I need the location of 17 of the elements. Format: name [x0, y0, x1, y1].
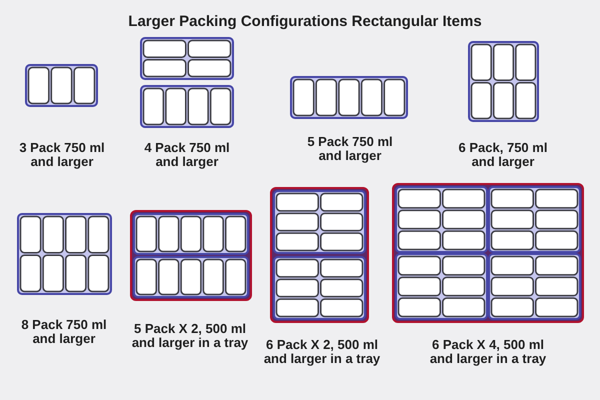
pack-caption: 6 Pack X 4, 500 ml and larger in a tray	[428, 338, 548, 366]
pack-illustration	[140, 37, 234, 128]
pack-caption: 6 Pack, 750 ml and larger	[458, 141, 548, 169]
tray-illustration	[392, 183, 584, 323]
pack-illustration	[468, 41, 539, 122]
tray-illustration	[130, 210, 252, 301]
pack-illustration	[25, 64, 98, 107]
pack-caption: 3 Pack 750 ml and larger	[18, 141, 106, 169]
pack-caption: 5 Pack X 2, 500 ml and larger in a tray	[130, 322, 250, 350]
pack-illustration	[290, 76, 408, 119]
pack-caption: 5 Pack 750 ml and larger	[306, 135, 394, 163]
title: Larger Packing Configurations Rectangular Items	[127, 13, 482, 30]
tray-illustration	[270, 187, 369, 323]
pack-caption: 6 Pack X 2, 500 ml and larger in a tray	[262, 338, 382, 366]
pack-caption: 8 Pack 750 ml and larger	[20, 318, 108, 346]
pack-illustration	[17, 213, 112, 295]
pack-caption: 4 Pack 750 ml and larger	[143, 141, 231, 169]
